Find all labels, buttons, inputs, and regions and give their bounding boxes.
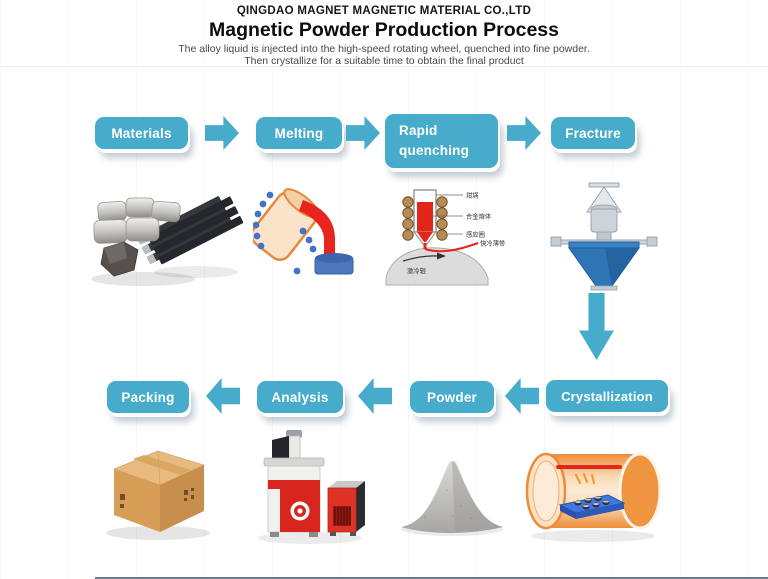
crucible-label: 坩埚 bbox=[466, 191, 479, 200]
mill-funnel-icon bbox=[568, 241, 640, 291]
induction-dots-icon bbox=[253, 191, 317, 275]
tube-furnace-illustration bbox=[525, 452, 662, 542]
induction-coils-icon bbox=[402, 196, 448, 241]
melting-illustration bbox=[253, 188, 354, 275]
page-title: Magnetic Powder Production Process bbox=[209, 19, 559, 41]
header-divider bbox=[0, 66, 768, 67]
fracture-mill-illustration bbox=[550, 182, 658, 291]
powder-cone-icon bbox=[401, 461, 503, 533]
heat-marks-icon bbox=[574, 472, 596, 485]
mold-icon bbox=[314, 253, 354, 275]
analysis-instrument-illustration bbox=[258, 430, 365, 544]
chill-roller-label: 激冷辊 bbox=[407, 266, 427, 275]
box-tape-icon bbox=[133, 455, 191, 475]
spectrometer-main-icon bbox=[263, 430, 325, 537]
ore-chunk-icon bbox=[100, 241, 139, 277]
step-melting: Melting bbox=[256, 117, 342, 149]
company-name: QINGDAO MAGNET MAGNETIC MATERIAL CO.,LTD bbox=[236, 5, 532, 17]
alloy-melt-icon bbox=[417, 202, 433, 232]
arrow-right-icon bbox=[346, 116, 380, 150]
molten-stream-icon bbox=[299, 200, 335, 261]
step-fracture: Fracture bbox=[551, 117, 635, 149]
mill-top-icon bbox=[550, 182, 658, 247]
step-materials: Materials bbox=[95, 117, 188, 149]
materials-illustration bbox=[91, 196, 243, 286]
sample-boat-icon bbox=[558, 494, 626, 519]
ribbon-icon bbox=[424, 242, 479, 253]
step-analysis: Analysis bbox=[257, 381, 343, 413]
melt-spinning-diagram: 激冷辊 坩埚 合金熔体 感应圈 快冷薄带 bbox=[385, 189, 505, 286]
shipping-marks-icon bbox=[120, 488, 194, 508]
powder-pile-illustration bbox=[401, 461, 503, 536]
subtitle-line-2: Then crystallize for a suitable time to … bbox=[244, 55, 524, 67]
arrow-left-icon bbox=[206, 378, 240, 414]
step-packing: Packing bbox=[107, 381, 189, 413]
arrow-right-icon bbox=[205, 116, 239, 150]
ribbon-label: 快冷薄带 bbox=[480, 239, 505, 248]
box-front-icon bbox=[114, 469, 160, 532]
box-side-icon bbox=[160, 465, 204, 532]
arrow-left-icon bbox=[505, 378, 539, 414]
induction-coil-label: 感应圈 bbox=[466, 230, 485, 239]
alloy-melt-label: 合金熔体 bbox=[466, 212, 492, 221]
arrow-down-icon bbox=[579, 293, 614, 360]
subtitle-line-1: The alloy liquid is injected into the hi… bbox=[178, 43, 590, 55]
furnace-endcap-icon bbox=[618, 452, 662, 530]
packing-box-illustration bbox=[106, 450, 210, 540]
step-crystallization: Crystallization bbox=[546, 380, 668, 412]
metal-ingots-icon bbox=[93, 197, 181, 244]
arrow-left-icon bbox=[358, 378, 392, 414]
heater-rod-icon bbox=[556, 465, 622, 469]
cooler-unit-icon bbox=[327, 481, 365, 536]
chill-wheel-icon bbox=[385, 247, 489, 286]
step-rapid-quenching: Rapid quenching bbox=[385, 114, 498, 168]
step-powder: Powder bbox=[410, 381, 494, 413]
arrow-right-icon bbox=[507, 116, 541, 150]
bottom-border bbox=[95, 577, 768, 579]
